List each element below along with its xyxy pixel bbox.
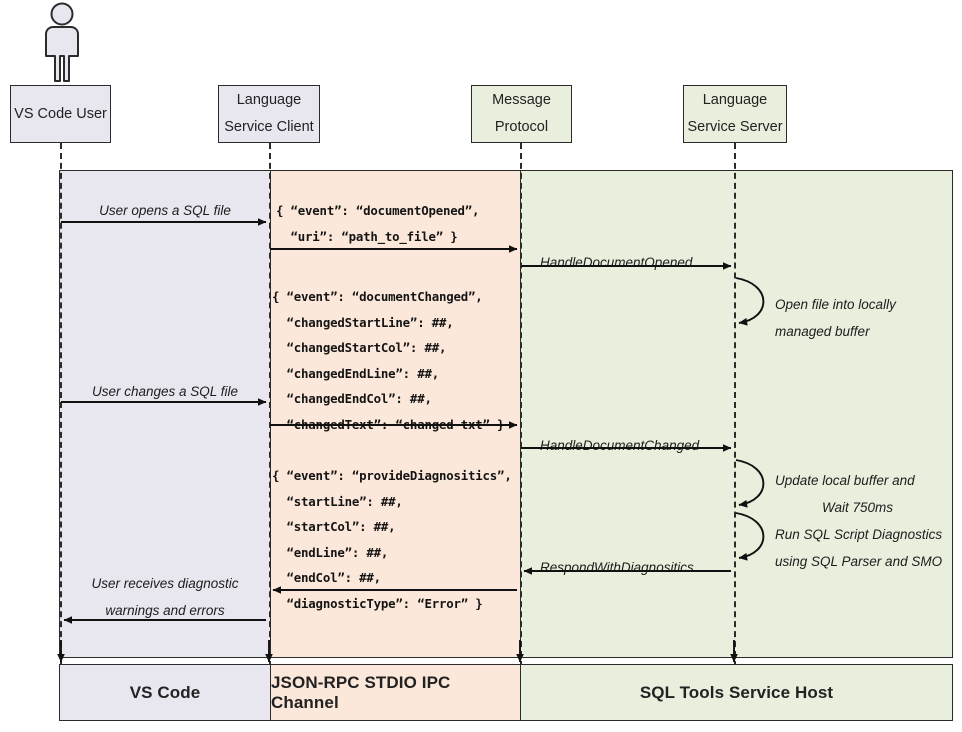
participant-label-line2: Protocol [494, 119, 549, 135]
lifeline-message-protocol [520, 143, 522, 667]
band-sql-tools-host [520, 170, 953, 658]
message-label-handle-document-opened: HandleDocumentOpened [540, 255, 693, 270]
note-open-file-line1: Open file into locally [775, 297, 896, 312]
lifeline-vs-code-user [60, 143, 62, 667]
band-vs-code [59, 170, 271, 658]
payload-document-opened: { “event”: “documentOpened”, “uri”: “pat… [276, 203, 480, 244]
note-user-receives-line2: warnings and errors [105, 603, 225, 618]
band-json-rpc [270, 170, 521, 658]
participant-label-line2: Service Client [224, 119, 314, 135]
message-label-user-changes-sql-file: User changes a SQL file [91, 384, 239, 399]
footer-label: SQL Tools Service Host [639, 682, 834, 702]
participant-label-line1: VS Code User [14, 105, 107, 122]
lifeline-language-service-server [734, 143, 736, 667]
footer-vs-code[interactable]: VS Code [59, 664, 271, 721]
payload-provide-diagnositics: { “event”: “provideDiagnositics”, “start… [272, 468, 512, 611]
note-update-buffer-line2: Wait 750ms [822, 500, 894, 515]
footer-json-rpc[interactable]: JSON-RPC STDIO IPC Channel [270, 664, 521, 721]
message-label-handle-document-changed: HandleDocumentChanged [540, 438, 700, 453]
note-user-receives-line1: User receives diagnostic [91, 576, 239, 591]
participant-label-line2: Service Server [687, 119, 783, 135]
footer-label: VS Code [129, 682, 201, 702]
participant-label-line1: Language [702, 92, 768, 109]
participant-language-service-server[interactable]: Language Service Server [683, 85, 787, 143]
payload-document-changed: { “event”: “documentChanged”, “changedSt… [272, 289, 505, 432]
message-label-respond-with-diagnositics: RespondWithDiagnositics [540, 560, 694, 575]
footer-sql-tools-host[interactable]: SQL Tools Service Host [520, 664, 953, 721]
participant-message-protocol[interactable]: Message Protocol [471, 85, 572, 143]
message-label-user-opens-sql-file: User opens a SQL file [99, 203, 231, 218]
note-run-diagnostics-line2: using SQL Parser and SMO [775, 554, 943, 569]
note-open-file-line2: managed buffer [775, 324, 870, 339]
note-update-buffer-line1: Update local buffer and [775, 473, 915, 488]
participant-label-line1: Message [492, 92, 551, 109]
lifeline-language-service-client [269, 143, 271, 667]
participant-language-service-client[interactable]: Language Service Client [218, 85, 320, 143]
vs-code-user-actor [34, 2, 90, 89]
note-run-diagnostics-line1: Run SQL Script Diagnostics [775, 527, 943, 542]
footer-label: JSON-RPC STDIO IPC Channel [271, 672, 451, 712]
participant-label-line1: Language [236, 92, 302, 109]
participant-vs-code-user[interactable]: VS Code User [10, 85, 111, 143]
